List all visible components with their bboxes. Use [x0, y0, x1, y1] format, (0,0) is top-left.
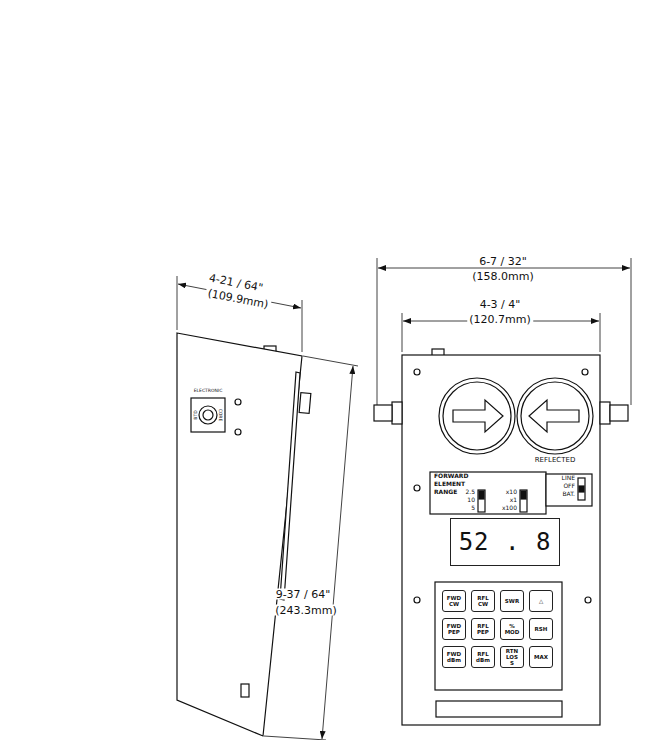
- button-label: RFL CW: [476, 595, 491, 607]
- dimension-label: 6-7 / 32": [477, 256, 529, 267]
- button-label: FWD PEP: [447, 623, 462, 635]
- button-label: RSH: [535, 626, 548, 632]
- keypad-button: MAX: [529, 646, 553, 668]
- button-label: % MOD: [505, 623, 520, 635]
- dimension-label: (243.3mm): [273, 605, 339, 616]
- dimension-label: ELEMENT: [434, 481, 465, 487]
- keypad-button: RSH: [529, 618, 553, 640]
- keypad-button: RFL CW: [471, 590, 495, 612]
- keypad-button: RTN LOSS: [500, 646, 524, 668]
- display-reading: 52 . 8: [459, 528, 552, 556]
- button-label: △: [539, 598, 543, 604]
- dimension-label: REFLECTED: [533, 457, 578, 464]
- dimension-label: RANGE: [434, 489, 457, 495]
- dimension-label: (158.0mm): [470, 271, 536, 282]
- dimension-label: ELECTRONIC: [194, 389, 223, 394]
- dimension-label: FORWARD: [434, 473, 468, 479]
- keypad-button: RFL dBm: [471, 646, 495, 668]
- keypad-button: FWD dBm: [442, 646, 466, 668]
- button-label: FWD CW: [447, 595, 462, 607]
- dimension-label: 5: [471, 505, 475, 511]
- keypad-button: SWR: [500, 590, 524, 612]
- button-label: SWR: [505, 598, 519, 604]
- button-label: FWD dBm: [447, 651, 462, 663]
- button-label: RTN LOSS: [505, 648, 520, 666]
- dimension-label: 10: [467, 497, 475, 503]
- dimension-label: 9-37 / 64": [274, 589, 333, 600]
- keypad-button: FWD CW: [442, 590, 466, 612]
- dimension-label: 2.5: [465, 489, 475, 495]
- keypad-button: FWD PEP: [442, 618, 466, 640]
- digital-display: 52 . 8: [450, 518, 560, 566]
- dimension-label: CORE: [218, 409, 223, 422]
- dimension-label: LINE: [562, 475, 575, 481]
- dimension-label: x10: [506, 489, 517, 495]
- button-label: RFL PEP: [476, 623, 491, 635]
- button-label: RFL dBm: [476, 651, 491, 663]
- dimension-label: BAT.: [562, 491, 575, 497]
- keypad-button: % MOD: [500, 618, 524, 640]
- dimension-label: (120.7mm): [467, 314, 533, 325]
- keypad-button: △: [529, 590, 553, 612]
- button-label: MAX: [534, 654, 548, 660]
- dimension-label: x1: [510, 497, 517, 503]
- dimension-label: BTD: [194, 410, 199, 419]
- dimension-label: x100: [502, 505, 517, 511]
- keypad-button: RFL PEP: [471, 618, 495, 640]
- dimension-label: OFF: [563, 483, 575, 489]
- dimension-label: 4-3 / 4": [478, 299, 523, 310]
